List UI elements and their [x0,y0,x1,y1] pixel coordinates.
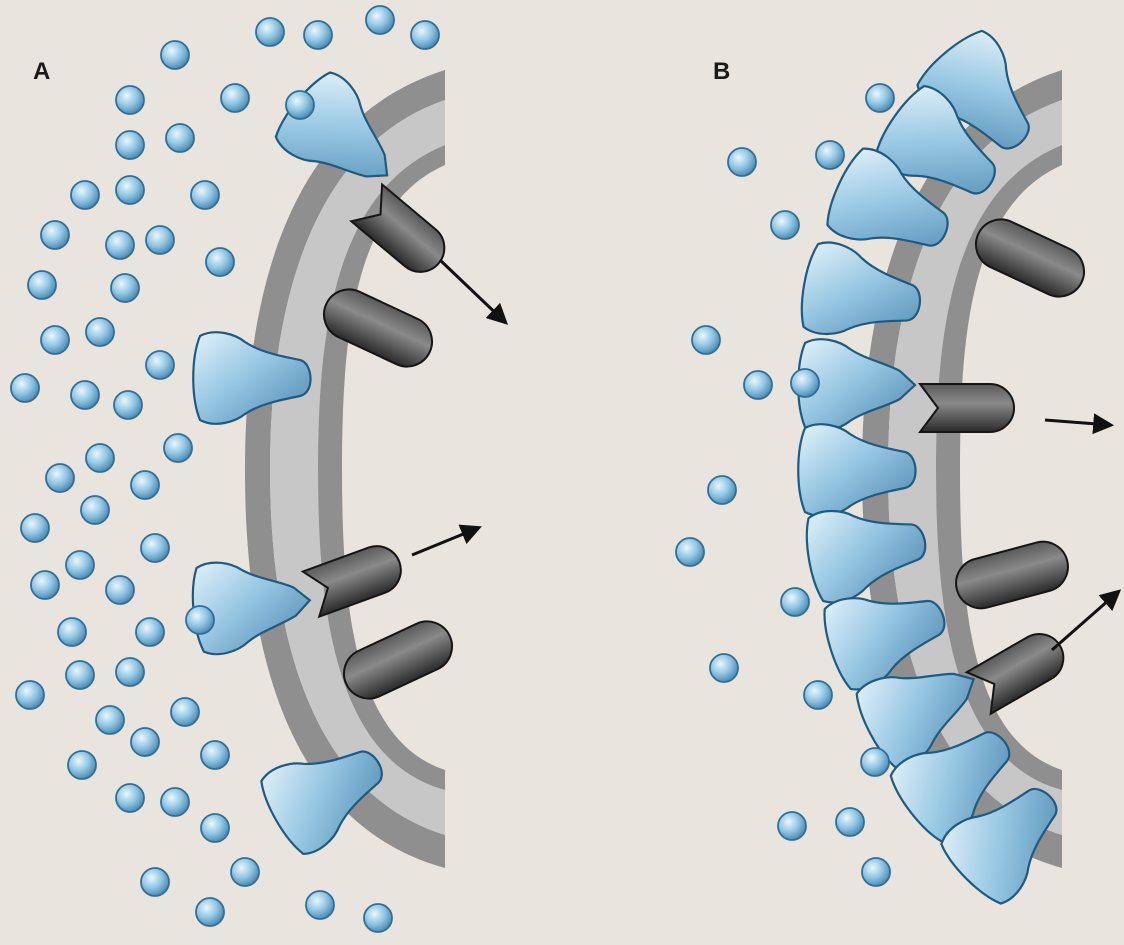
ligand-molecule-icon [692,326,720,354]
ligand-molecule-icon [164,434,192,462]
ligand-molecule-icon [411,21,439,49]
ligand-molecule-icon [201,814,229,842]
ligand-molecule-icon [196,898,224,926]
ligand-molecule-icon [31,571,59,599]
ligand-molecule-icon [861,748,889,776]
ligand-molecule-icon [186,606,214,634]
ligand-molecule-icon [96,706,124,734]
ligand-molecule-icon [221,84,249,112]
ligand-molecule-icon [86,318,114,346]
ligand-molecule-icon [781,588,809,616]
ligand-molecule-icon [28,271,56,299]
ligand-molecule-icon [71,381,99,409]
ligand-molecule-icon [106,576,134,604]
ligand-molecule-icon [836,808,864,836]
ligand-molecule-icon [141,534,169,562]
ligand-molecule-icon [136,618,164,646]
signal-arrow-icon [412,528,478,555]
ligand-molecule-icon [304,21,332,49]
ligand-molecule-icon [116,86,144,114]
ligand-molecule-icon [116,131,144,159]
ligand-molecule-icon [11,374,39,402]
ligand-molecule-icon [141,868,169,896]
ligand-molecule-icon [676,538,704,566]
ligand-molecule-icon [46,464,74,492]
panel-label-a: A [33,58,50,86]
membrane-a [245,70,445,868]
ligand-molecule-icon [206,248,234,276]
signal-arrow-icon [1052,592,1118,650]
ligand-molecule-icon [201,741,229,769]
ligand-molecule-icon [131,728,159,756]
ligand-molecule-icon [86,444,114,472]
ligand-molecule-icon [816,141,844,169]
ligand-molecule-icon [68,751,96,779]
ligand-molecule-icon [364,904,392,932]
ligand-molecule-icon [41,221,69,249]
effector-protein-icon [336,613,460,706]
ligand-molecule-icon [231,858,259,886]
effector-protein-icon [950,536,1073,614]
ligand-molecule-icon [116,658,144,686]
ligand-molecule-icon [41,326,69,354]
ligand-molecule-icon [66,551,94,579]
ligand-molecule-icon [161,41,189,69]
ligand-molecule-icon [131,471,159,499]
ligand-molecule-icon [708,476,736,504]
ligand-molecule-icon [728,148,756,176]
ligand-molecule-icon [171,698,199,726]
ligand-molecule-icon [866,84,894,112]
ligand-molecule-icon [146,226,174,254]
ligand-molecule-icon [114,391,142,419]
ligand-molecule-icon [306,891,334,919]
ligand-molecule-icon [161,788,189,816]
ligand-molecule-icon [71,181,99,209]
ligand-molecule-icon [710,654,738,682]
ligand-molecule-icon [16,681,44,709]
ligand-molecule-icon [778,812,806,840]
signal-arrow-icon [440,260,505,322]
ligand-molecule-icon [111,274,139,302]
effector-protein-icon [968,211,1092,304]
ligand-molecule-icon [191,181,219,209]
ligand-molecule-icon [116,784,144,812]
ligand-molecule-icon [366,6,394,34]
ligand-molecule-icon [286,91,314,119]
ligand-molecule-icon [256,18,284,46]
ligand-molecule-icon [744,371,772,399]
ligand-molecule-icon [81,496,109,524]
ligand-molecule-icon [116,176,144,204]
ligand-molecule-icon [791,369,819,397]
ligand-molecule-icon [146,351,174,379]
ligand-molecule-icon [862,858,890,886]
signal-arrow-icon [1045,420,1110,425]
ligand-molecule-icon [66,661,94,689]
ligand-molecule-icon [771,211,799,239]
ligand-molecule-icon [106,231,134,259]
ligand-molecule-icon [58,618,86,646]
ligand-molecule-icon [804,681,832,709]
ligand-molecule-icon [21,514,49,542]
panel-label-b: B [713,58,730,86]
ligand-molecule-icon [166,124,194,152]
